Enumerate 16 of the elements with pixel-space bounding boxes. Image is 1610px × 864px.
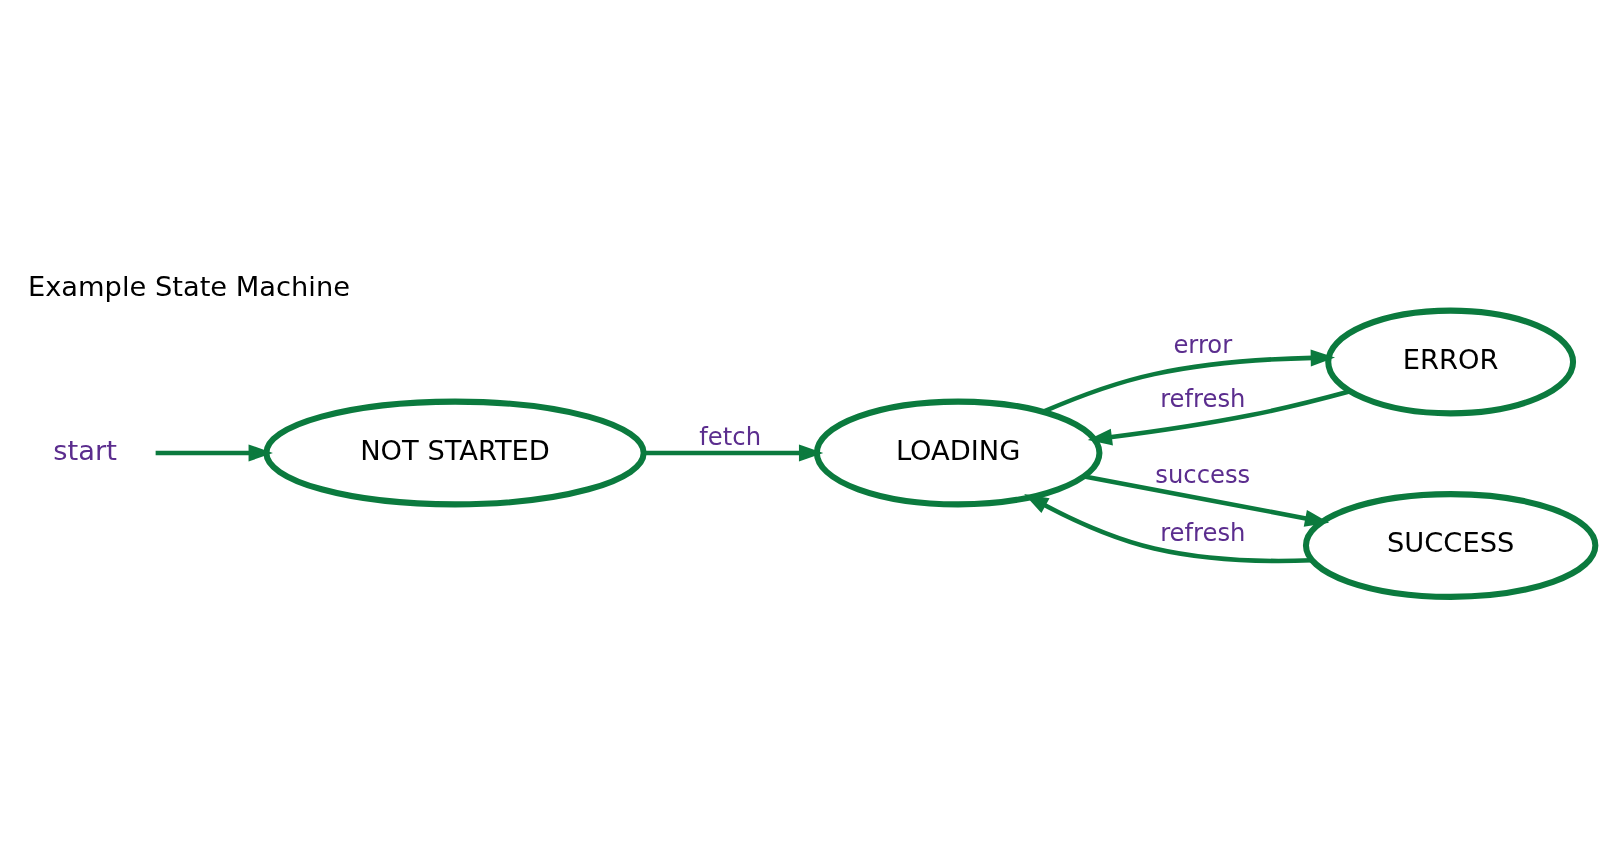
diagram-title: Example State Machine — [27, 270, 351, 302]
node-ellipse: NOT STARTED — [263, 398, 647, 507]
arrow — [155, 443, 273, 461]
node-ellipse: ERROR — [1325, 307, 1577, 416]
arrow — [1084, 473, 1330, 527]
edge-label: refresh — [1160, 383, 1246, 413]
edge-label: error — [1173, 329, 1233, 359]
node-ellipse: LOADING — [813, 398, 1103, 507]
arrow — [644, 443, 824, 461]
arrow — [1042, 348, 1336, 414]
edge-label: refresh — [1160, 517, 1246, 547]
edge-label: fetch — [699, 421, 761, 451]
node-text: start — [53, 434, 117, 466]
arrow — [1087, 388, 1351, 445]
arrow — [1024, 493, 1312, 563]
edge-label: success — [1155, 459, 1251, 489]
